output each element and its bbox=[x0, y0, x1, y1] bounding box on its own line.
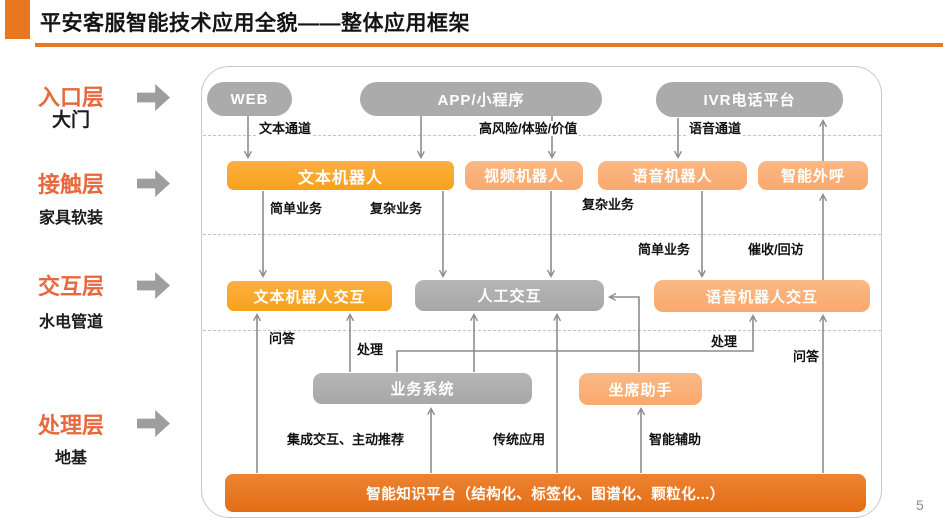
node-outbound-call: 智能外呼 bbox=[758, 161, 868, 190]
edge-label-simple-business-left: 简单业务 bbox=[268, 201, 325, 216]
node-agent-assistant: 坐席助手 bbox=[579, 373, 702, 405]
edge-label-voice-channel: 语音通道 bbox=[687, 121, 744, 136]
node-app: APP/小程序 bbox=[360, 82, 602, 116]
layer-label-processing: 处理层 bbox=[37, 413, 104, 438]
node-business-system: 业务系统 bbox=[313, 373, 532, 404]
edge-label-qa-right: 问答 bbox=[791, 349, 822, 364]
layer-sublabel-contact: 家具软装 bbox=[38, 210, 103, 227]
node-text-bot-interaction: 文本机器人交互 bbox=[227, 281, 392, 311]
title-accent-bar bbox=[5, 0, 30, 39]
layer-sublabel-processing: 地基 bbox=[54, 450, 87, 467]
edge-label-handle-right: 处理 bbox=[709, 334, 740, 349]
node-text-bot: 文本机器人 bbox=[227, 161, 454, 190]
page-title: 平安客服智能技术应用全貌——整体应用框架 bbox=[40, 12, 470, 35]
layer-sublabel-interaction: 水电管道 bbox=[38, 314, 103, 331]
page-number: 5 bbox=[916, 497, 924, 513]
edge-label-text-channel: 文本通道 bbox=[257, 121, 314, 136]
edge-label-complex-business-left: 复杂业务 bbox=[368, 201, 425, 216]
edge-label-simple-business-right: 简单业务 bbox=[636, 242, 693, 257]
edge-label-integrated-interaction: 集成交互、主动推荐 bbox=[285, 432, 407, 447]
layer-divider-2 bbox=[203, 234, 881, 235]
layer-label-interaction: 交互层 bbox=[37, 274, 104, 299]
edge-label-traditional-app: 传统应用 bbox=[491, 432, 548, 447]
layer-sublabel-entry: 大门 bbox=[51, 110, 90, 131]
title-underline bbox=[35, 43, 943, 47]
node-knowledge-platform: 智能知识平台（结构化、标签化、图谱化、颗粒化...） bbox=[225, 474, 866, 512]
layer-label-entry: 入口层 bbox=[37, 85, 104, 110]
edge-label-handle-left: 处理 bbox=[355, 342, 386, 357]
layer-label-contact: 接触层 bbox=[37, 172, 104, 197]
node-video-bot: 视频机器人 bbox=[465, 161, 583, 190]
edge-label-qa-left: 问答 bbox=[267, 331, 298, 346]
edge-label-intelligent-assist: 智能辅助 bbox=[647, 432, 704, 447]
edge-label-high-risk-value: 高风险/体验/价值 bbox=[477, 121, 580, 136]
node-human-interaction: 人工交互 bbox=[415, 280, 604, 311]
node-web: WEB bbox=[207, 82, 292, 116]
edge-label-complex-business-right: 复杂业务 bbox=[580, 197, 637, 212]
node-voice-bot: 语音机器人 bbox=[598, 161, 747, 190]
layer-divider-3 bbox=[203, 330, 881, 331]
node-ivr: IVR电话平台 bbox=[656, 82, 843, 117]
edge-label-collection-callback: 催收/回访 bbox=[746, 242, 806, 257]
node-voice-bot-interaction: 语音机器人交互 bbox=[654, 280, 870, 312]
